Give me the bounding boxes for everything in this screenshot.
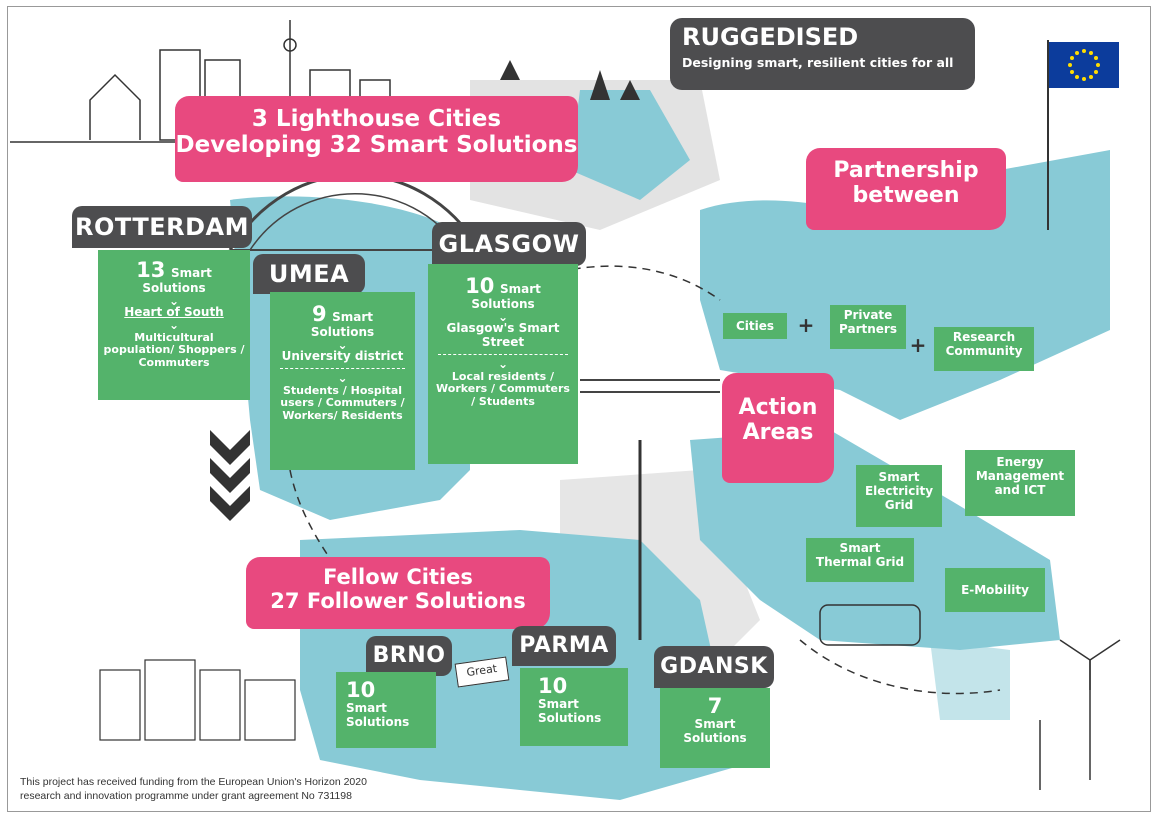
gdansk-count: 7 (707, 694, 723, 718)
eu-flag-icon (1049, 42, 1119, 88)
glasgow-district: Glasgow's Smart Street (446, 320, 560, 349)
city-title-parma: PARMA (512, 626, 616, 666)
city-title-rotterdam: ROTTERDAM (72, 206, 252, 248)
action-smart-electricity-grid: Smart Electricity Grid (856, 465, 942, 527)
footer-line2: research and innovation programme under … (20, 790, 352, 802)
city-card-glasgow: 10 Smart Solutions ⌄ Glasgow's Smart Str… (428, 264, 578, 464)
glasgow-users: Local residents / Workers / Commuters / … (436, 369, 570, 408)
city-title-brno: BRNO (366, 636, 452, 676)
city-card-gdansk: 7 Smart Solutions (660, 688, 770, 768)
brno-count: 10 (346, 678, 376, 702)
plus-icon: + (797, 313, 815, 337)
lighthouse-line2: Developing 32 Smart Solutions (175, 132, 578, 159)
rotterdam-district: Heart of South (124, 304, 224, 319)
lighthouse-line1: 3 Lighthouse Cities (251, 106, 502, 132)
rotterdam-count: 13 (136, 258, 166, 282)
divider (280, 367, 405, 369)
glasgow-solutions: Solutions (471, 297, 535, 312)
chevron-down-icon: ⌄ (497, 309, 509, 324)
partnership-line1: Partnership (833, 158, 979, 183)
parma-label: Smart Solutions (538, 697, 602, 725)
city-card-parma: 10 Smart Solutions (520, 668, 628, 746)
action-areas-banner: Action Areas (722, 373, 834, 483)
rotterdam-solutions: Solutions (142, 281, 206, 296)
action-e-mobility: E-Mobility (945, 568, 1045, 612)
chevron-down-icon: ⌄ (497, 356, 509, 371)
frame-border (7, 6, 1151, 812)
partner-private: Private Partners (830, 305, 906, 349)
fellow-banner: Fellow Cities 27 Follower Solutions (246, 557, 550, 629)
action-smart-thermal-grid: Smart Thermal Grid (806, 538, 914, 582)
parma-count: 10 (538, 674, 568, 698)
partner-research: Research Community (934, 327, 1034, 371)
rotterdam-smart: Smart (170, 266, 212, 280)
header-banner: RUGGEDISED Designing smart, resilient ci… (670, 18, 975, 90)
funding-footer: This project has received funding from t… (20, 775, 367, 803)
action-energy-management: Energy Management and ICT (965, 450, 1075, 516)
partnership-line2: between (852, 183, 960, 209)
divider (438, 353, 568, 355)
umea-solutions: Solutions (310, 325, 375, 340)
city-card-brno: 10 Smart Solutions (336, 672, 436, 748)
brand-tagline: Designing smart, resilient cities for al… (682, 54, 954, 70)
brno-label: Smart Solutions (346, 701, 410, 729)
rotterdam-users: Multicultural population/ Shoppers / Com… (103, 330, 245, 370)
city-card-rotterdam: 13 Smart Solutions ⌄ Heart of South ⌄ Mu… (98, 250, 250, 400)
umea-count: 9 (311, 302, 327, 326)
umea-district: University district (281, 348, 404, 363)
umea-users: Students / Hospital users / Commuters / … (280, 383, 405, 423)
fellow-line1: Fellow Cities (323, 565, 473, 589)
city-title-glasgow: GLASGOW (432, 222, 586, 266)
action-line1: Action (738, 395, 818, 420)
fellow-line2: 27 Follower Solutions (270, 589, 526, 614)
lighthouse-banner: 3 Lighthouse Cities Developing 32 Smart … (175, 96, 578, 182)
city-title-umea: UMEA (253, 254, 365, 294)
brand-title: RUGGEDISED (682, 23, 859, 51)
chevron-down-icon: ⌄ (337, 370, 348, 385)
footer-line1: This project has received funding from t… (20, 776, 367, 788)
plus-icon: + (909, 333, 927, 357)
city-title-gdansk: GDANSK (654, 646, 774, 688)
partnership-banner: Partnership between (806, 148, 1006, 230)
chevron-down-icon: ⌄ (337, 337, 348, 352)
city-card-umea: 9 Smart Solutions ⌄ University district … (270, 292, 415, 470)
chevron-down-icon: ⌄ (168, 293, 180, 308)
chevron-down-icon: ⌄ (168, 317, 180, 332)
gdansk-label: Smart Solutions (683, 717, 747, 745)
glasgow-count: 10 (465, 274, 495, 298)
action-line2: Areas (742, 420, 814, 446)
glasgow-smart: Smart (499, 282, 541, 296)
partner-cities: Cities (723, 313, 787, 339)
umea-smart: Smart (332, 310, 374, 324)
